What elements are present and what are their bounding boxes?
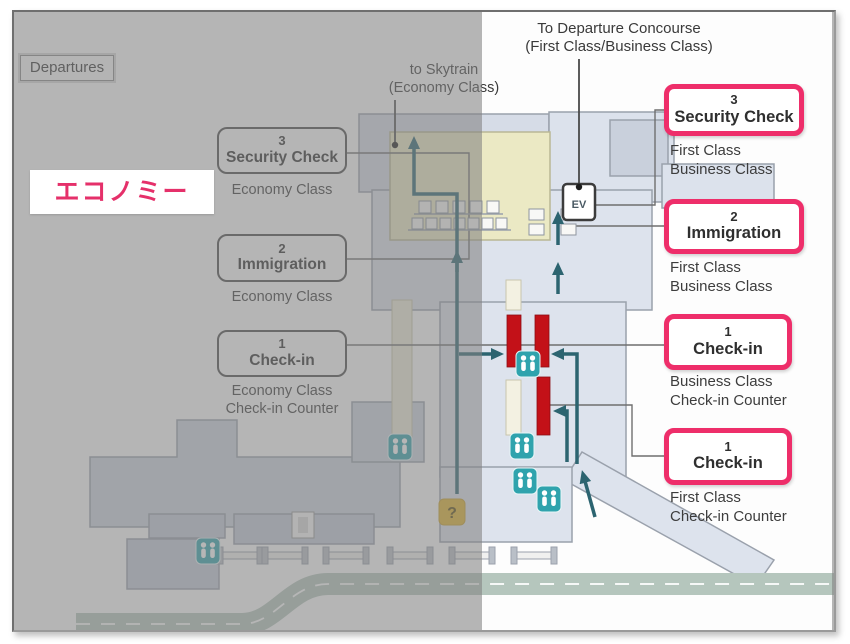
annotation-sub-line1: Economy Class: [231, 383, 333, 399]
annotation-sub-line1: First Class: [670, 489, 741, 506]
curbside-road: [76, 573, 834, 630]
economy-highlight-tag: エコノミー: [30, 170, 214, 214]
annotation-title: Check-in: [249, 351, 315, 369]
highlight-sub-checkin-business: Business Class Check-in Counter: [670, 373, 787, 411]
annotation-sub-line2: Check-in Counter: [670, 391, 787, 409]
walkway-pier: [386, 546, 434, 565]
annotation-box-checkin-economy: 1 Check-in: [217, 330, 347, 377]
highlight-box-security-check: 3 Security Check: [664, 84, 804, 136]
highlight-box-immigration: 2 Immigration: [664, 199, 804, 254]
annotation-sub-line2: Check-in Counter: [670, 507, 787, 525]
restroom-icon: [509, 432, 535, 460]
annotation-sub-line1: Business Class: [670, 373, 773, 390]
annotation-sub-security-check-economy: Economy Class: [231, 182, 333, 198]
walkway-pier: [510, 546, 558, 565]
skytrain-label: to Skytrain (Economy Class): [364, 62, 524, 97]
annotation-title: Check-in: [693, 339, 763, 358]
annotation-sub-line1: First Class: [670, 142, 741, 159]
annotation-number: 2: [730, 208, 738, 224]
restroom-icon: [195, 537, 221, 565]
svg-text:?: ?: [447, 505, 457, 522]
annotation-sub-line2: Check-in Counter: [225, 400, 339, 417]
walkway-pier: [448, 546, 496, 565]
terminal-map: EV ? Departures to Skytrain (Economy Cla…: [12, 10, 836, 632]
skytrain-label-line2: (Economy Class): [388, 79, 500, 96]
restroom-icon: [512, 467, 538, 495]
information-icon: ?: [438, 498, 466, 526]
restroom-icon: [515, 350, 541, 378]
annotation-box-immigration-economy: 2 Immigration: [217, 234, 347, 282]
departures-label: Departures: [20, 55, 114, 81]
highlight-sub-immigration: First Class Business Class: [670, 259, 773, 297]
concourse-label-line2: (First Class/Business Class): [525, 38, 713, 56]
annotation-title: Security Check: [674, 107, 794, 126]
highlight-sub-checkin-first: First Class Check-in Counter: [670, 489, 787, 527]
svg-text:EV: EV: [572, 199, 587, 211]
walkway-piers: [216, 546, 558, 565]
annotation-box-security-check-economy: 3 Security Check: [217, 127, 347, 174]
restroom-icon: [536, 485, 562, 513]
annotation-number: 1: [278, 336, 286, 352]
annotation-sub-line1: First Class: [670, 259, 741, 276]
annotation-sub-line2: Business Class: [670, 277, 773, 295]
annotation-title: Check-in: [693, 454, 763, 473]
restroom-icon: [387, 433, 413, 461]
walkway-pier: [261, 546, 309, 565]
skytrain-label-line1: to Skytrain: [409, 62, 479, 78]
annotation-sub-immigration-economy: Economy Class: [231, 289, 333, 305]
annotation-number: 2: [278, 240, 286, 256]
annotation-number: 1: [724, 324, 732, 340]
annotation-number: 3: [730, 92, 738, 108]
annotation-title: Security Check: [226, 148, 338, 166]
annotation-sub-line2: Business Class: [670, 160, 773, 178]
concourse-label-line1: To Departure Concourse: [537, 20, 701, 37]
elevator-icon: EV: [561, 182, 597, 222]
walkway-pier: [216, 546, 264, 565]
highlight-sub-security-check: First Class Business Class: [670, 142, 773, 180]
departure-concourse-label: To Departure Concourse (First Class/Busi…: [469, 20, 769, 57]
walkway-pier: [322, 546, 370, 565]
annotation-title: Immigration: [237, 256, 327, 274]
annotation-title: Immigration: [686, 224, 782, 243]
highlight-box-checkin-first: 1 Check-in: [664, 428, 792, 485]
annotation-sub-checkin-economy: Economy Class Check-in Counter: [192, 383, 372, 418]
annotation-number: 3: [278, 133, 286, 149]
annotation-number: 1: [724, 438, 732, 454]
highlight-box-checkin-business: 1 Check-in: [664, 314, 792, 370]
